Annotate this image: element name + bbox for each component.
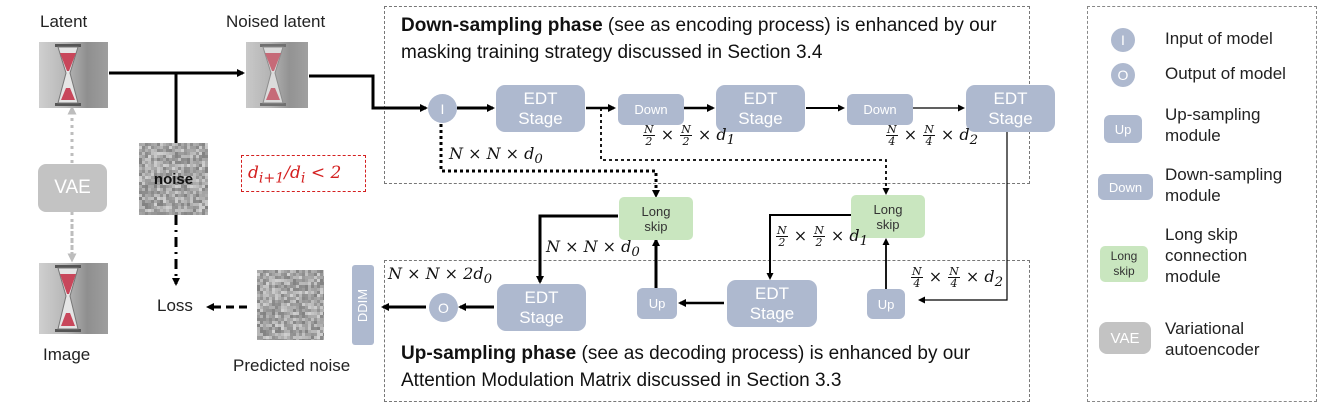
skip-line1: Long xyxy=(1110,249,1138,263)
input-node: I xyxy=(428,94,457,123)
noise-texture xyxy=(257,270,324,340)
down-module-2: Down xyxy=(847,94,913,125)
legend-input-text: Input of model xyxy=(1165,29,1273,48)
skip-edge-level1 xyxy=(600,108,890,195)
edt-stage-line2: Stage xyxy=(518,108,563,128)
legend-vae-icon: VAE xyxy=(1099,322,1151,354)
up-phase-text-line2: Attention Modulation Matrix discussed in… xyxy=(401,370,842,391)
noise-label: noise xyxy=(153,170,194,188)
legend-vae-text: Variational autoencoder xyxy=(1165,319,1260,359)
noise-texture xyxy=(139,143,208,215)
down-phase-text-line1: (see as encoding process) is enhanced by… xyxy=(602,15,997,36)
edge-noised-to-input xyxy=(309,74,428,112)
noised-hourglass-image xyxy=(260,44,286,106)
legend-up-icon: Up xyxy=(1104,115,1142,143)
up-phase-description: Up-sampling phase (see as decoding proce… xyxy=(401,340,970,394)
legend-output-text: Output of model xyxy=(1165,64,1286,83)
up-module-left: Up xyxy=(637,288,677,319)
skip-line2: skip xyxy=(1113,264,1135,278)
dimension-constraint: di+1/di < 2 xyxy=(248,163,342,187)
skip-line1: Long xyxy=(641,203,671,219)
down-phase-description: Down-sampling phase (see as encoding pro… xyxy=(401,12,997,66)
image-label: Image xyxy=(43,345,91,364)
skip-line2: skip xyxy=(876,216,900,232)
dim-label-n-n-2d0: N × N × 2d0 xyxy=(388,264,493,288)
skip-line2: skip xyxy=(644,218,668,234)
up-phase-text-line1: (see as decoding process) is enhanced by… xyxy=(576,343,971,364)
hourglass-image xyxy=(55,44,81,106)
edge-skip-left-to-edt5 xyxy=(536,214,618,284)
ddim-block: DDIM xyxy=(352,265,374,345)
down-phase-title: Down-sampling phase xyxy=(401,15,603,36)
loss-label: Loss xyxy=(157,296,193,315)
edt-stage-line2: Stage xyxy=(988,108,1033,128)
vae-block: VAE xyxy=(38,164,107,212)
legend-box xyxy=(1087,6,1317,402)
image-hourglass xyxy=(55,265,81,332)
legend-skip-text: Long skip connection module xyxy=(1165,225,1248,286)
up-module-right: Up xyxy=(867,289,905,319)
edt-stage-line2: Stage xyxy=(738,108,783,128)
edt-stage-line1: EDT xyxy=(743,88,778,108)
edt-stage-line2: Stage xyxy=(519,307,564,327)
noised-latent-label: Noised latent xyxy=(226,12,326,31)
dim-label-n-n-d0-decoder: N × N × d0 xyxy=(546,237,640,261)
edt-stage-line2: Stage xyxy=(749,303,795,323)
edt-stage-line1: EDT xyxy=(755,283,789,303)
legend-up-text: Up-sampling module xyxy=(1165,105,1261,145)
edt-stage-line1: EDT xyxy=(993,88,1028,108)
legend-down-icon: Down xyxy=(1098,174,1153,200)
up-sampling-phase-box xyxy=(384,260,1030,402)
down-module-1: Down xyxy=(618,94,684,125)
legend-output-icon: O xyxy=(1111,63,1135,87)
noise-block: noise xyxy=(139,143,208,215)
latent-label: Latent xyxy=(40,12,88,31)
edge-edt3-to-up-right xyxy=(918,131,1008,304)
edt-stage-line1: EDT xyxy=(523,88,558,108)
down-phase-text-line2: masking training strategy discussed in S… xyxy=(401,42,823,63)
up-phase-title: Up-sampling phase xyxy=(401,343,577,364)
ddim-label: DDIM xyxy=(355,288,371,322)
skip-line1: Long xyxy=(873,201,903,217)
edt-stage-line1: EDT xyxy=(524,287,559,307)
edge-skip-right-to-edt4 xyxy=(766,214,851,280)
noised-latent-thumbnail xyxy=(246,42,308,108)
predicted-noise-label: Predicted noise xyxy=(233,356,351,375)
image-thumbnail xyxy=(39,263,108,334)
latent-thumbnail xyxy=(39,42,108,108)
predicted-noise-block xyxy=(257,270,324,340)
dim-label-n-n-d0: N × N × d0 xyxy=(449,144,543,168)
dimension-constraint-box: di+1/di < 2 xyxy=(241,155,366,192)
legend-input-icon: I xyxy=(1111,28,1135,52)
legend-down-text: Down-sampling module xyxy=(1165,165,1283,205)
output-node: O xyxy=(429,293,458,322)
